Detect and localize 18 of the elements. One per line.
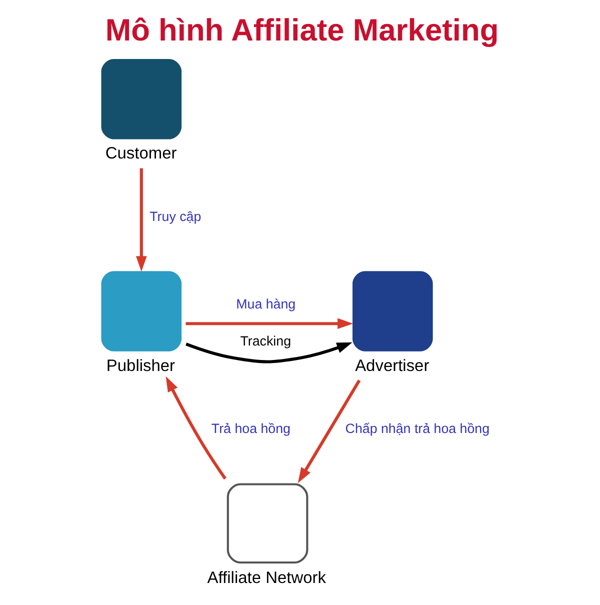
edge-label: Mua hàng bbox=[236, 296, 296, 312]
edge-label: Truy cập bbox=[149, 209, 201, 224]
node-label: Customer bbox=[104, 144, 176, 163]
node-label: Affiliate Network bbox=[206, 568, 326, 587]
edge-label: Trả hoa hồng bbox=[210, 421, 290, 436]
arrow bbox=[165, 376, 226, 480]
node-box bbox=[352, 271, 432, 352]
edge-label: Chấp nhận trả hoa hồng bbox=[344, 421, 490, 436]
arrow bbox=[185, 342, 352, 364]
arrow bbox=[297, 380, 360, 484]
arrow bbox=[185, 318, 353, 330]
diagram-title: Mô hình Affiliate Marketing bbox=[104, 12, 498, 48]
node-label: Advertiser bbox=[354, 356, 429, 375]
arrow bbox=[135, 168, 146, 272]
node-label: Publisher bbox=[106, 356, 175, 375]
edge-label: Tracking bbox=[240, 334, 291, 349]
node-box bbox=[100, 58, 182, 140]
node-box bbox=[100, 271, 182, 352]
